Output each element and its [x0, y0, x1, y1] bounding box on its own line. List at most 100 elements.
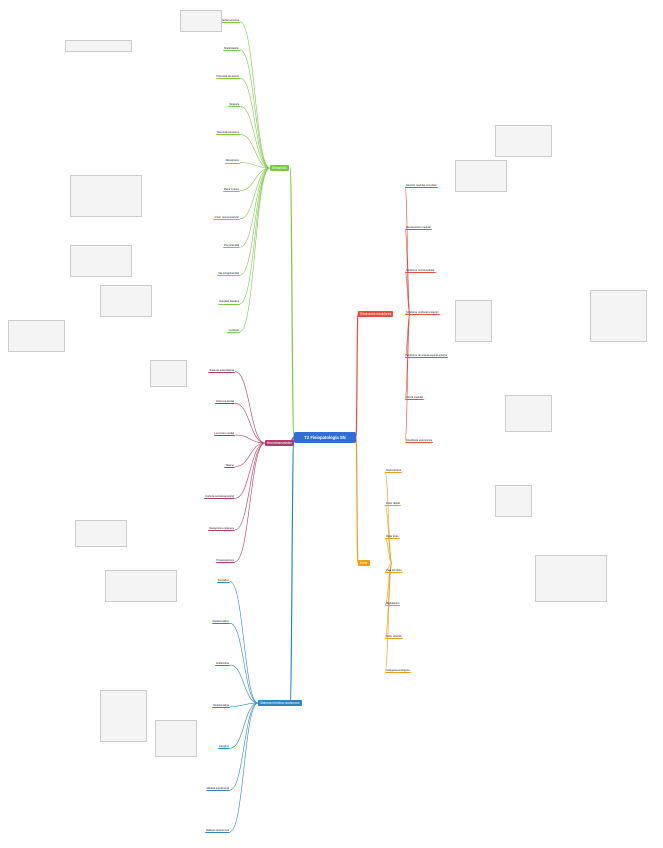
- green-topic-6[interactable]: Placa motora: [222, 187, 240, 192]
- pathway-illustration: [70, 245, 132, 277]
- nociceptor-illustration: [495, 485, 532, 517]
- link: [355, 313, 359, 438]
- link: [239, 167, 271, 332]
- blue-topic-4[interactable]: Ganglios: [217, 745, 230, 750]
- red-topic-4[interactable]: Síndrome de arteria espinal anterior: [405, 353, 449, 358]
- red-topic-2[interactable]: Síndrome centromedular: [405, 268, 436, 273]
- blue-topic-6[interactable]: Reflejos autónomos: [205, 828, 230, 833]
- blue-topic-1[interactable]: Parasimpático: [211, 620, 230, 625]
- link: [384, 562, 393, 639]
- link: [239, 77, 271, 169]
- orange-topic-2[interactable]: Dolor lento: [385, 535, 400, 540]
- blue-topic-0[interactable]: Simpático: [216, 578, 230, 583]
- orange-topic-3[interactable]: Vías del dolor: [385, 568, 403, 573]
- link: [239, 49, 271, 169]
- pain-path-illustration: [505, 395, 552, 432]
- cord-lesion-illustration: [455, 160, 507, 192]
- link: [404, 313, 411, 400]
- branch-desarrollo[interactable]: Desarrollo: [270, 165, 289, 171]
- posture-illustration: [8, 320, 65, 352]
- link: [229, 702, 259, 791]
- branch-dolor[interactable]: Dolor: [358, 560, 370, 566]
- link: [234, 442, 266, 562]
- link: [234, 442, 266, 531]
- green-topic-8[interactable]: Vía piramidal: [222, 243, 240, 249]
- receptor-illustration: [455, 300, 492, 342]
- green-topic-7[interactable]: Unión neuromuscular: [213, 215, 240, 220]
- orange-topic-1[interactable]: Dolor rápido: [385, 501, 402, 507]
- body-illustration: [100, 690, 147, 742]
- link: [234, 434, 266, 444]
- red-topic-1[interactable]: Hemisección medular: [405, 226, 432, 231]
- link: [239, 105, 271, 169]
- link: [229, 702, 259, 707]
- link: [355, 436, 359, 564]
- green-topic-5[interactable]: Receptores: [224, 159, 240, 164]
- link: [229, 581, 259, 704]
- purple-topic-4[interactable]: Corteza somatosensorial: [204, 495, 235, 500]
- autonomic-illustration: [105, 570, 177, 602]
- link: [239, 167, 271, 220]
- link: [239, 167, 271, 248]
- spinal-illustration: [75, 520, 127, 547]
- link: [404, 313, 411, 442]
- link-layer: [229, 21, 411, 832]
- orange-topic-0[interactable]: Nociceptores: [385, 468, 403, 473]
- link: [234, 371, 266, 444]
- link: [384, 562, 393, 672]
- referred-pain-illustration: [535, 555, 607, 602]
- link: [234, 442, 266, 467]
- membrane-illustration: [65, 40, 132, 52]
- green-topic-0[interactable]: Señal nerviosa: [220, 18, 240, 23]
- spinal-section-illustration: [495, 125, 552, 157]
- link: [289, 167, 295, 438]
- red-topic-6[interactable]: Disreflexia autonómica: [405, 438, 434, 443]
- link: [229, 702, 259, 749]
- link: [239, 167, 271, 304]
- orange-topic-6[interactable]: Analgesia endógena: [385, 668, 411, 673]
- link: [404, 271, 411, 315]
- link: [239, 21, 271, 169]
- dermatome-illustration: [590, 290, 647, 342]
- green-topic-3[interactable]: Sinapsis: [228, 103, 240, 108]
- branch-neurotransmision[interactable]: Neurotransmisión: [265, 440, 294, 446]
- link: [234, 402, 266, 444]
- green-topic-1[interactable]: Mielinización: [223, 46, 240, 51]
- link: [229, 702, 259, 832]
- link: [234, 442, 266, 499]
- link: [384, 562, 393, 572]
- link: [239, 167, 271, 276]
- red-topic-0[interactable]: Sección medular completa: [405, 183, 438, 188]
- root-node[interactable]: T2 Fisiopatología SN: [294, 432, 356, 443]
- green-topic-10[interactable]: Ganglios basales: [218, 300, 240, 305]
- blue-topic-2[interactable]: Acetilcolina: [214, 661, 230, 667]
- blue-topic-5[interactable]: Médula suprarrenal: [205, 786, 230, 792]
- green-topic-4[interactable]: Neurotransmisores: [216, 131, 240, 136]
- sensory-illustration: [150, 360, 187, 387]
- red-topic-5[interactable]: Shock medular: [405, 396, 425, 401]
- link: [289, 436, 295, 704]
- green-topic-11[interactable]: Cerebelo: [227, 328, 240, 333]
- head-illustration: [155, 720, 197, 757]
- branch-sna[interactable]: Sistema nervioso autónomo: [258, 700, 302, 706]
- purple-topic-1[interactable]: Columna dorsal: [214, 400, 235, 405]
- link: [239, 162, 271, 169]
- link: [384, 504, 393, 564]
- purple-topic-2[interactable]: Lemnisco medial: [213, 431, 235, 437]
- link: [229, 622, 259, 704]
- orange-topic-5[interactable]: Dolor referido: [385, 635, 403, 640]
- synapse-illustration: [70, 175, 142, 217]
- green-topic-9[interactable]: Vía extrapiramidal: [217, 272, 240, 277]
- purple-topic-5[interactable]: Receptores cutáneos: [208, 526, 235, 532]
- link: [229, 664, 259, 704]
- red-topic-3[interactable]: Síndrome cordonal posterior: [405, 311, 440, 316]
- blue-topic-3[interactable]: Noradrenalina: [211, 703, 230, 708]
- branch-sindromes-medulares[interactable]: Síndromes medulares: [358, 311, 394, 317]
- purple-topic-6[interactable]: Propioceptores: [215, 558, 235, 563]
- purple-topic-3[interactable]: Tálamo: [224, 463, 235, 468]
- orange-topic-4[interactable]: Modulación: [385, 601, 401, 607]
- neuron-illustration: [180, 10, 222, 32]
- green-topic-2[interactable]: Potencial de acción: [215, 74, 240, 80]
- purple-topic-0[interactable]: Sistema anterolateral: [208, 368, 235, 373]
